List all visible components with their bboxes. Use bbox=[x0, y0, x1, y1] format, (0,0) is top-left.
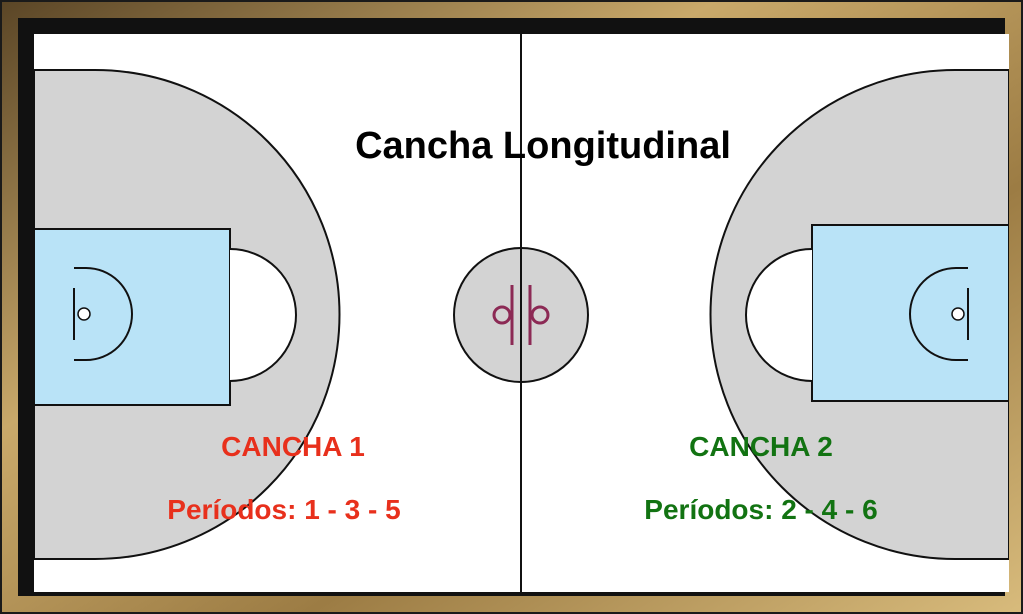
left-hoop bbox=[77, 307, 91, 321]
right-free-throw-circle bbox=[745, 248, 813, 382]
right-restricted-arc bbox=[909, 267, 968, 361]
court-2-periods: Períodos: 2 - 4 - 6 bbox=[644, 494, 877, 525]
left-free-throw-circle bbox=[229, 248, 297, 382]
db-monogram-icon bbox=[492, 285, 550, 345]
right-hoop bbox=[951, 307, 965, 321]
court-1-name: CANCHA 1 bbox=[221, 431, 365, 462]
diagram-title: Cancha Longitudinal bbox=[355, 125, 731, 167]
court-1-periods: Períodos: 1 - 3 - 5 bbox=[167, 494, 400, 525]
left-restricted-arc bbox=[74, 267, 133, 361]
court-2-name: CANCHA 2 bbox=[689, 431, 833, 462]
